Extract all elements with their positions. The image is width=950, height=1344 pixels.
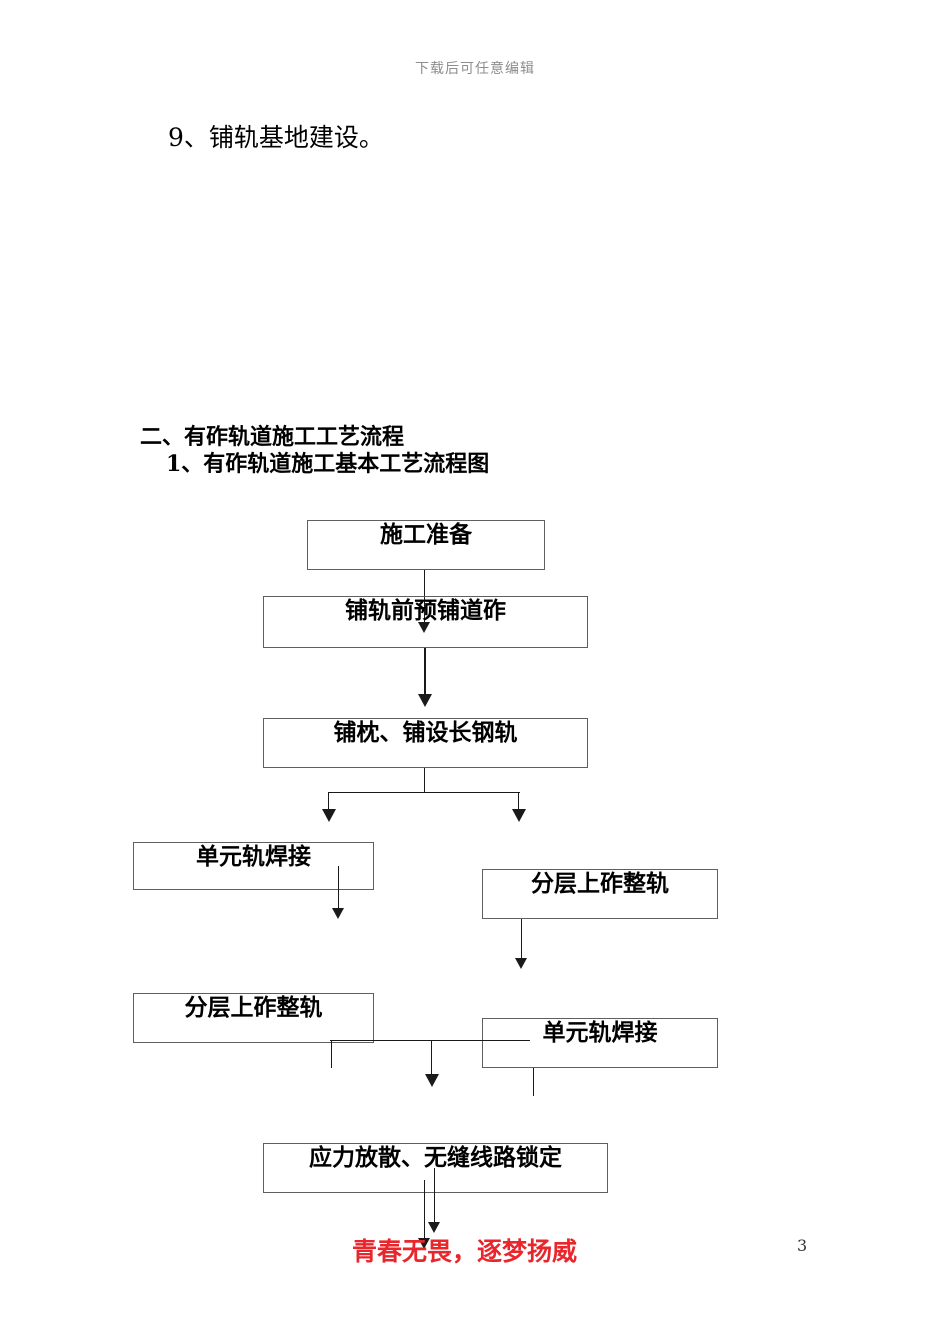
arrowhead-prep-to-preballast bbox=[418, 622, 430, 633]
connector-destress-out-a bbox=[424, 1180, 425, 1242]
flow-node-ballast-1: 分层上砟整轨 bbox=[482, 869, 718, 919]
flow-node-weld-1: 单元轨焊接 bbox=[133, 842, 374, 890]
connector-sleeper-to-ballast1 bbox=[518, 792, 519, 812]
flow-node-label: 单元轨焊接 bbox=[542, 1019, 658, 1046]
flow-node-label: 铺枕、铺设长钢轨 bbox=[333, 719, 518, 746]
flow-node-prep: 施工准备 bbox=[307, 520, 545, 570]
flow-node-label: 应力放散、无缝线路锁定 bbox=[309, 1144, 562, 1171]
connector-prep-to-preballast bbox=[424, 570, 425, 625]
flow-node-label: 施工准备 bbox=[380, 521, 472, 548]
section-heading: 二、有砟轨道施工工艺流程 bbox=[140, 424, 405, 450]
subsection-heading: 1、有砟轨道施工基本工艺流程图 bbox=[166, 451, 490, 477]
connector-ballast1-to-weld2 bbox=[521, 919, 522, 963]
connector-weld1-to-ballast2 bbox=[338, 866, 339, 912]
connector-weld2-stub bbox=[533, 1068, 534, 1096]
flow-node-destress: 应力放散、无缝线路锁定 bbox=[263, 1143, 608, 1193]
connector-preballast-to-sleeper bbox=[424, 648, 426, 696]
flow-node-sleeper: 铺枕、铺设长钢轨 bbox=[263, 718, 588, 768]
connector-destress-out-b bbox=[434, 1168, 435, 1226]
arrowhead-merge-to-destress bbox=[425, 1074, 439, 1087]
flow-node-weld-2: 单元轨焊接 bbox=[482, 1018, 718, 1068]
flow-node-preballast: 铺轨前预铺道砟 bbox=[263, 596, 588, 648]
connector-sleeper-to-weld1 bbox=[328, 792, 329, 812]
arrowhead-sleeper-to-ballast1 bbox=[512, 809, 526, 822]
arrowhead-destress-out-b bbox=[428, 1222, 440, 1233]
flow-node-label: 铺轨前预铺道砟 bbox=[345, 597, 506, 624]
flow-node-ballast-2: 分层上砟整轨 bbox=[133, 993, 374, 1043]
arrowhead-destress-out-a bbox=[418, 1238, 430, 1249]
page-header-note: 下载后可任意编辑 bbox=[415, 61, 535, 77]
flow-node-label: 分层上砟整轨 bbox=[531, 870, 669, 897]
watermark-text: 青春无畏，逐梦扬威 bbox=[352, 1237, 578, 1266]
arrowhead-weld1-to-ballast2 bbox=[332, 908, 344, 919]
connector-ballast2-stub bbox=[331, 1040, 332, 1068]
page-number: 3 bbox=[797, 1236, 808, 1255]
connector-sleeper-stem bbox=[424, 768, 425, 793]
list-item: 9、铺轨基地建设。 bbox=[168, 123, 384, 152]
flow-node-label: 分层上砟整轨 bbox=[184, 994, 323, 1021]
connector-sleeper-split bbox=[328, 792, 520, 793]
connector-merge-to-destress bbox=[431, 1040, 432, 1078]
arrowhead-preballast-to-sleeper bbox=[418, 694, 432, 707]
flow-node-label: 单元轨焊接 bbox=[196, 843, 311, 870]
arrowhead-sleeper-to-weld1 bbox=[322, 809, 336, 822]
arrowhead-ballast1-to-weld2 bbox=[515, 958, 527, 969]
connector-merge-rail bbox=[330, 1040, 530, 1041]
